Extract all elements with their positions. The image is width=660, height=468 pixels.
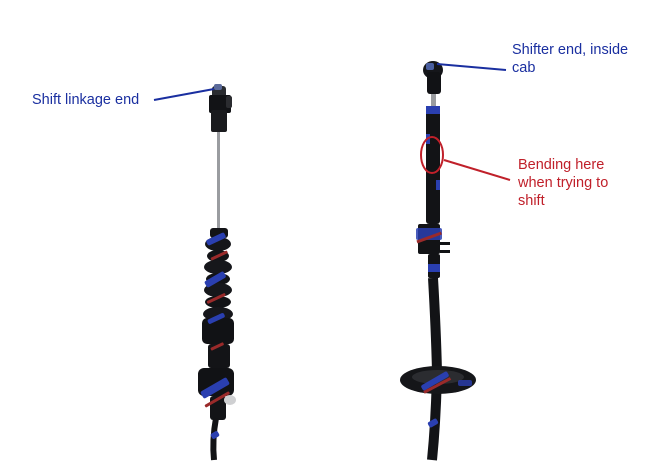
left-cable	[198, 84, 236, 461]
left-end-callout-line	[153, 88, 215, 101]
shifter-end-fitting	[423, 61, 443, 106]
shifter-end-text-line2: cab	[512, 60, 536, 76]
right-end-callout-line	[436, 63, 507, 71]
bending-text-line3: shift	[518, 193, 545, 209]
shifter-end-text-line1: Shifter end, inside	[512, 42, 629, 58]
linkage-cable-tail	[210, 417, 219, 461]
shift-linkage-end-label: Shift linkage end	[32, 91, 139, 109]
bending-label: Bending here when trying to shift	[518, 156, 608, 210]
shifter-end-label: Shifter end, inside cab	[512, 41, 628, 77]
right-cable	[400, 61, 476, 461]
bending-callout-line	[443, 159, 511, 181]
bending-text-line1: Bending here	[518, 157, 605, 173]
bending-circle-marker	[420, 136, 444, 174]
linkage-rod	[217, 132, 220, 230]
shifter-cable-sheath	[426, 106, 440, 224]
shifter-bracket	[416, 224, 450, 278]
shift-linkage-end-text: Shift linkage end	[32, 92, 140, 108]
shifter-grommet	[400, 366, 476, 394]
linkage-bellows-boot	[198, 228, 236, 420]
linkage-end-fitting	[209, 84, 232, 132]
bending-text-line2: when trying to	[518, 175, 609, 191]
